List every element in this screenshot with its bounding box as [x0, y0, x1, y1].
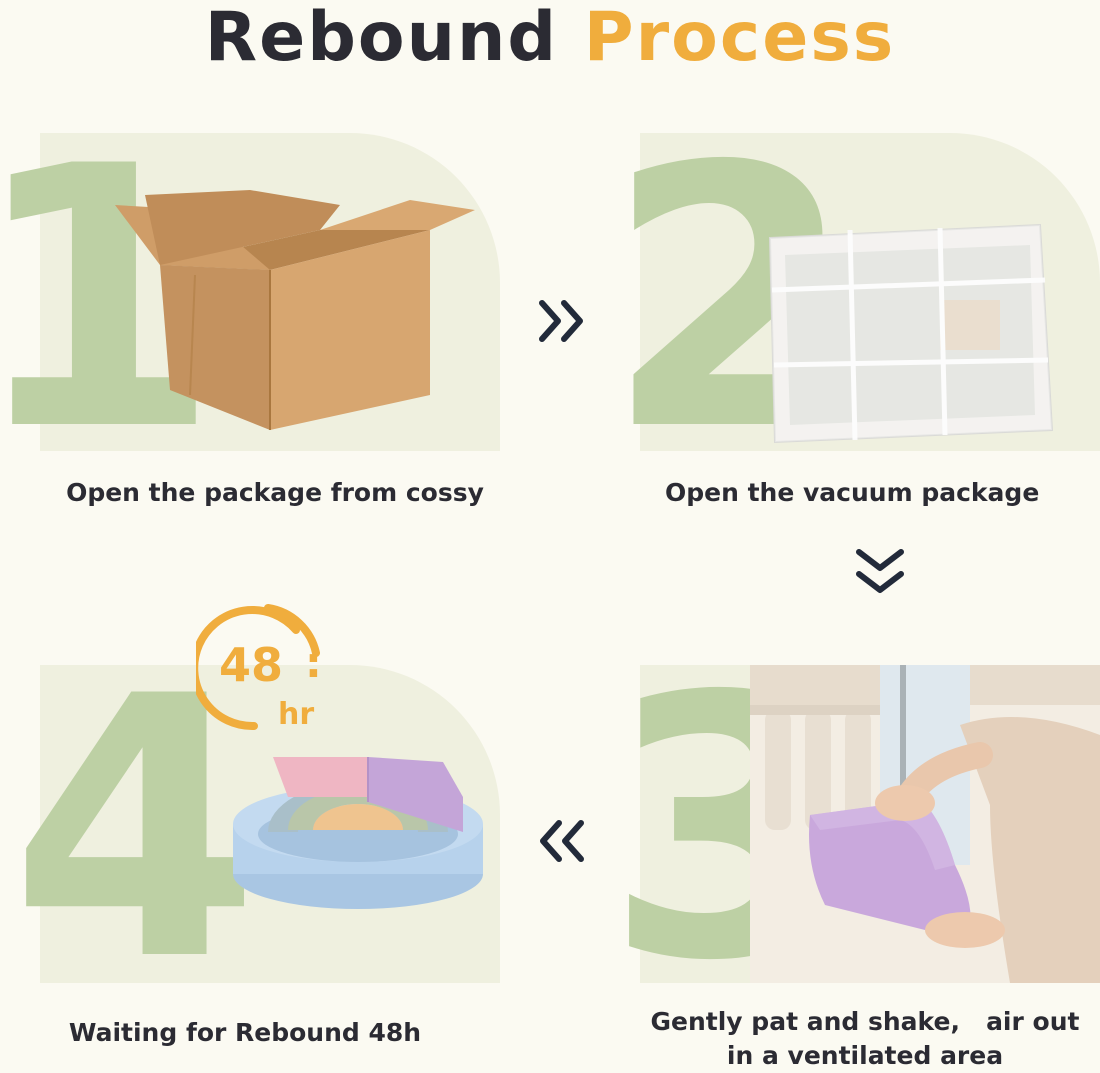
step-3-caption-line-2: in a ventilated area [726, 1041, 1004, 1070]
airing-foam-photo [750, 665, 1100, 983]
step-3-caption-line-1: Gently pat and shake, air out [650, 1007, 1080, 1036]
timer-unit: hr [278, 697, 315, 732]
clock-arc-icon [196, 604, 320, 731]
timer-value: 48 [219, 638, 284, 692]
timer-colon: : [305, 638, 322, 687]
step-1-caption: Open the package from cossy [66, 478, 484, 507]
step-4-number: 4 [10, 620, 261, 1039]
chevron-double-right-icon [539, 300, 583, 342]
page-title: Rebound Process [0, 0, 1100, 76]
step-3-caption: Gently pat and shake, air out in a venti… [620, 1005, 1100, 1073]
vacuum-package-image [768, 223, 1054, 444]
chevron-double-left-icon [540, 820, 584, 862]
foam-playset-image [233, 757, 483, 909]
step-4-caption: Waiting for Rebound 48h [68, 1018, 422, 1047]
cardboard-box-image [115, 190, 475, 430]
title-word-1: Rebound [204, 0, 559, 77]
chevron-double-down-icon [856, 549, 904, 593]
step-2-caption: Open the vacuum package [665, 478, 1040, 507]
title-word-2: Process [583, 0, 896, 77]
